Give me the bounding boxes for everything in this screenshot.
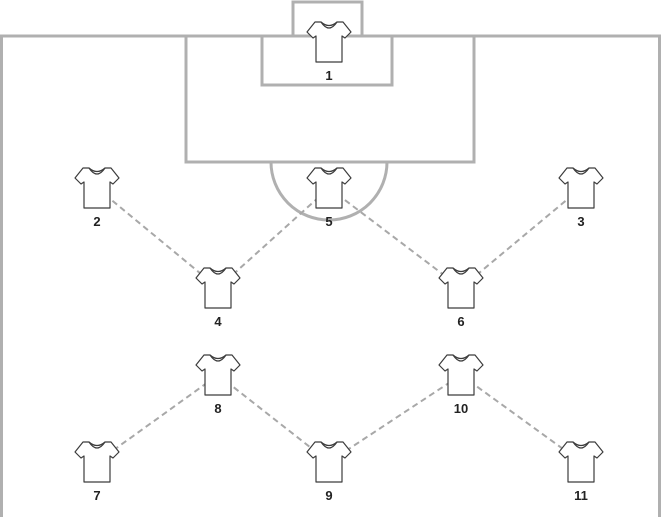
shirt-collar <box>88 441 106 449</box>
shirt-icon <box>558 167 604 209</box>
player-number: 11 <box>574 488 588 503</box>
players: 1 2 3 4 5 6 7 8 9 10 11 <box>74 21 604 503</box>
player-11[interactable]: 11 <box>558 441 604 503</box>
shirt-icon <box>438 267 484 309</box>
player-number: 1 <box>325 68 332 83</box>
player-2[interactable]: 2 <box>74 167 120 229</box>
shirt-icon <box>74 441 120 483</box>
player-6[interactable]: 6 <box>438 267 484 329</box>
link-p7-p8 <box>96 374 219 463</box>
player-number: 3 <box>577 214 584 229</box>
shirt-collar <box>572 441 590 449</box>
shirt-collar <box>209 267 227 275</box>
shirt-icon <box>74 167 120 209</box>
penalty-arc <box>269 161 389 222</box>
player-number: 2 <box>93 214 100 229</box>
player-number: 4 <box>214 314 222 329</box>
player-number: 8 <box>214 401 221 416</box>
player-8[interactable]: 8 <box>195 354 241 416</box>
player-9[interactable]: 9 <box>306 441 352 503</box>
shirt-collar <box>88 167 106 175</box>
player-7[interactable]: 7 <box>74 441 120 503</box>
shirt-collar <box>320 167 338 175</box>
shirt-collar <box>320 21 338 29</box>
shirt-collar <box>572 167 590 175</box>
player-4[interactable]: 4 <box>195 267 241 329</box>
shirt-collar <box>452 267 470 275</box>
shirt-icon <box>306 441 352 483</box>
player-number: 6 <box>457 314 464 329</box>
shirt-icon <box>306 167 352 209</box>
player-number: 5 <box>325 214 332 229</box>
link-p4-p5 <box>217 187 330 289</box>
player-5[interactable]: 5 <box>306 167 352 229</box>
shirt-icon <box>195 267 241 309</box>
shirt-icon <box>306 21 352 63</box>
player-3[interactable]: 3 <box>558 167 604 229</box>
shirt-icon <box>558 441 604 483</box>
player-number: 10 <box>454 401 468 416</box>
shirt-icon <box>438 354 484 396</box>
player-10[interactable]: 10 <box>438 354 484 416</box>
shirt-collar <box>452 354 470 362</box>
shirt-collar <box>320 441 338 449</box>
link-p2-p4 <box>96 187 219 289</box>
player-1[interactable]: 1 <box>306 21 352 83</box>
player-links <box>96 187 582 463</box>
player-number: 9 <box>325 488 332 503</box>
link-p8-p9 <box>217 374 330 463</box>
player-number: 7 <box>93 488 100 503</box>
shirt-collar <box>209 354 227 362</box>
link-p10-p11 <box>460 374 582 463</box>
link-p9-p10 <box>328 374 462 463</box>
shirt-icon <box>195 354 241 396</box>
link-p5-p6 <box>328 187 462 289</box>
link-p6-p3 <box>460 187 582 289</box>
